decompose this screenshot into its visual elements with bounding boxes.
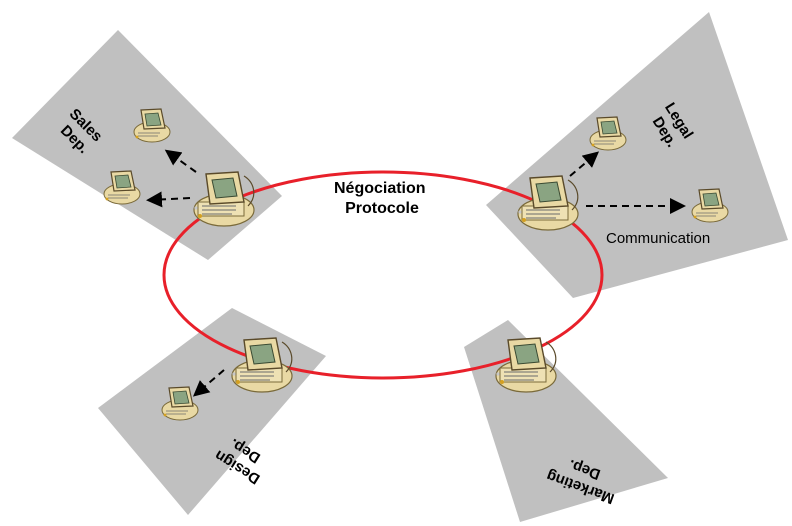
sales-arrow-up [164,149,197,173]
sales-department-label: Sales Dep. [53,105,108,160]
legal-department-area [486,12,788,298]
ring-label-line-1: Négociation [334,180,426,197]
design-arrow-down [192,369,225,397]
communication-label: Communication [606,230,710,247]
legal-arrow-up [569,151,600,177]
ring-label: Négociation Protocole [334,180,430,217]
negotiation-ring [162,170,604,380]
sales-arrow-left [146,191,191,208]
ring-label-line-2: Protocole [345,200,419,217]
sales-department-area [12,30,282,260]
